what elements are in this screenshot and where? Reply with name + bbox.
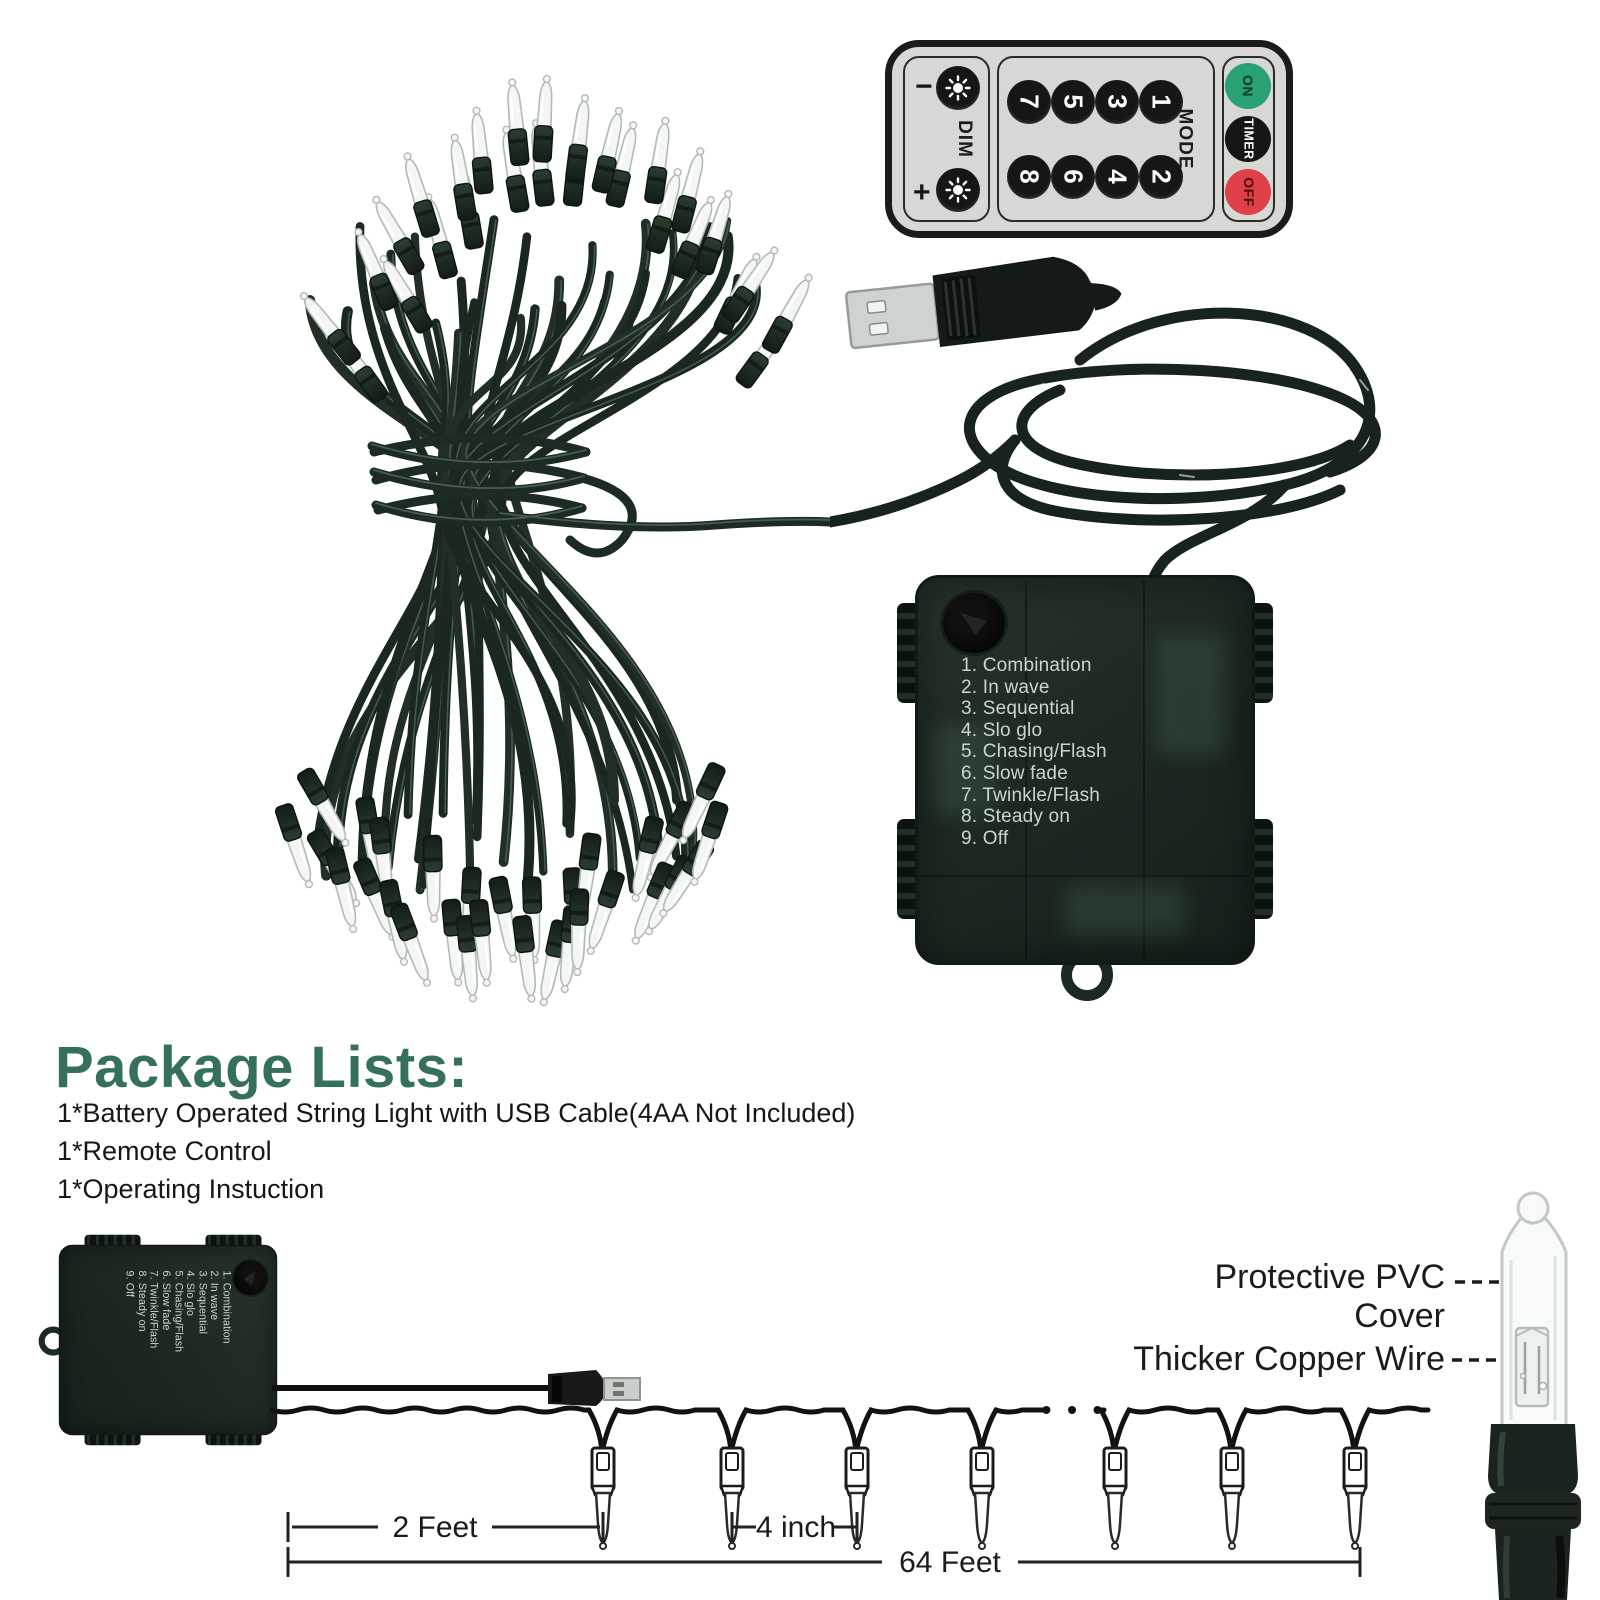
mode-list: 1. Combination 2. In wave 3. Sequential … xyxy=(961,655,1107,849)
battery-box-reflection xyxy=(1155,635,1225,755)
battery-box-seam xyxy=(1143,581,1145,959)
continuation-dots: • • • xyxy=(1042,1394,1107,1425)
mode-item: 7. Twinkle/Flash xyxy=(961,784,1101,806)
string-wire-continued xyxy=(1096,1405,1431,1453)
bundle-wrap-highlights xyxy=(371,443,830,526)
mode-item: 4. Slo glo xyxy=(961,719,1043,741)
label-protective-pvc-cover: Protective PVC Cover xyxy=(1214,1258,1445,1335)
mode-button-5: 5 xyxy=(1050,79,1095,124)
battery-box-seam xyxy=(921,875,1249,877)
sun-icon xyxy=(945,75,971,101)
package-item: 1*Operating Instuction xyxy=(57,1174,325,1204)
dimension-2feet-label: 2 Feet xyxy=(392,1511,478,1544)
usb-plug-icon xyxy=(548,1370,641,1406)
mode-button-1: 1 xyxy=(1138,79,1183,124)
mode-item: 2. In wave xyxy=(961,676,1050,698)
string-light-bundle xyxy=(273,73,830,1009)
mode-button-6: 6 xyxy=(1050,154,1095,199)
mode-item: 9. Off xyxy=(961,827,1009,849)
diagram-bulbs xyxy=(590,1446,1368,1550)
package-lists-items: 1*Battery Operated String Light with USB… xyxy=(57,1094,855,1208)
inner-led xyxy=(1514,1326,1550,1408)
label-thicker-copper-wire: Thicker Copper Wire xyxy=(1133,1340,1445,1378)
usb-plug xyxy=(844,256,1122,350)
glass-streaks xyxy=(1509,1256,1557,1420)
brightness-down-button xyxy=(935,66,980,110)
remote-control: − DIM + 7 xyxy=(885,40,1293,238)
mode-button-4: 4 xyxy=(1094,154,1139,199)
package-lists-heading: Package Lists: xyxy=(55,1035,469,1100)
wire-strands xyxy=(304,215,761,895)
mode-item: 1. Combination xyxy=(961,655,1092,676)
mode-button-2: 2 xyxy=(1138,154,1183,199)
dimension-2feet-lines xyxy=(286,1512,605,1542)
dimension-64feet-lines xyxy=(286,1547,1362,1577)
on-button: ON xyxy=(1225,63,1272,109)
off-button: OFF xyxy=(1225,169,1272,215)
package-item: 1*Remote Control xyxy=(57,1136,272,1166)
mode-label: MODE xyxy=(1174,108,1196,170)
bulb-base xyxy=(1485,1424,1581,1600)
string-wire xyxy=(269,1405,1047,1453)
dimension-4inch-label: 4 inch xyxy=(756,1511,836,1544)
usb-cable-coil xyxy=(830,256,1381,592)
ir-sensor xyxy=(943,593,1005,653)
mode-item: 5. Chasing/Flash xyxy=(961,741,1107,763)
mode-item: 3. Sequential xyxy=(961,698,1075,720)
mode-button-7: 7 xyxy=(1006,79,1051,124)
dim-minus-label: − xyxy=(915,70,933,103)
sun-icon xyxy=(945,177,971,203)
timer-button: TIMER xyxy=(1225,116,1272,162)
brightness-up-button xyxy=(935,168,980,212)
battery-box-reflection xyxy=(1065,885,1185,935)
dimension-64feet-label: 64 Feet xyxy=(899,1546,1001,1579)
mode-item: 8. Steady on xyxy=(961,806,1071,828)
mode-button-3: 3 xyxy=(1094,79,1139,124)
bulb-closeup xyxy=(1485,1191,1581,1600)
battery-box: 1. Combination 2. In wave 3. Sequential … xyxy=(897,575,1273,1001)
remote-power-section: ON TIMER OFF xyxy=(1221,56,1275,222)
remote-dim-section: − DIM + xyxy=(903,56,990,222)
dim-plus-label: + xyxy=(913,176,931,209)
mode-button-8: 8 xyxy=(1006,154,1051,199)
package-item: 1*Battery Operated String Light with USB… xyxy=(57,1098,856,1128)
dim-label: DIM xyxy=(953,120,975,158)
mode-item: 6. Slow fade xyxy=(961,762,1068,784)
battery-box-seam xyxy=(1025,581,1027,959)
string-layout-diagram: • • • 2 Feet 4 inch 64 Feet xyxy=(269,1280,1532,1579)
dimension-4inch-lines xyxy=(730,1512,859,1542)
bundle-wrap-ties xyxy=(367,433,830,558)
battery-box-reflection xyxy=(935,725,995,815)
remote-mode-section: 7 5 3 1 8 6 4 2 MODE xyxy=(996,56,1215,222)
